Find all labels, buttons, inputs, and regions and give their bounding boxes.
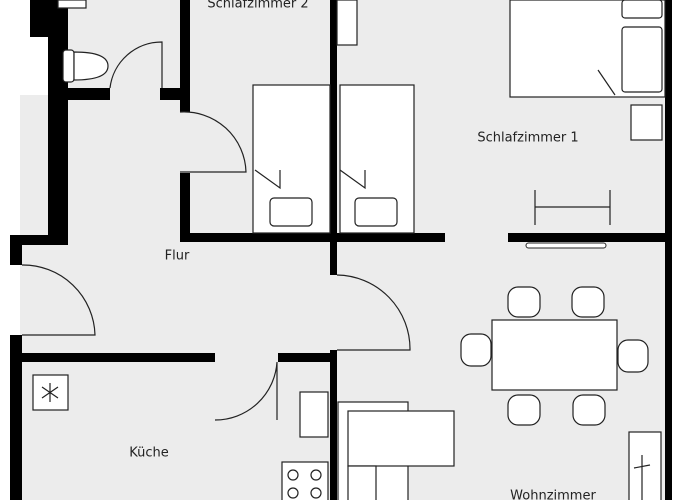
freezer-snowflake-icon [32,374,69,411]
chair-icon [460,286,649,426]
radiator-icon [525,242,607,249]
room-label-schlafzimmer-2: Schlafzimmer 2 [207,0,309,12]
clothes-rail [534,190,611,225]
room-label-flur: Flur [164,248,190,264]
toilet-icon [57,0,109,83]
room-label-wohnzimmer: Wohnzimmer [510,488,596,500]
fridge-icon [299,391,329,438]
room-label-schlafzimmer-1: Schlafzimmer 1 [477,130,579,146]
nightstand [630,104,663,141]
stove-icon [281,461,329,500]
door-swing-icon [21,41,411,421]
sofa-icon [337,401,455,500]
room-label-kueche: Küche [129,445,169,461]
walls [10,0,672,500]
dining-table-icon [491,319,618,391]
coat-rack-icon [628,431,662,500]
wardrobe [336,0,358,46]
bed-icon [252,0,666,234]
